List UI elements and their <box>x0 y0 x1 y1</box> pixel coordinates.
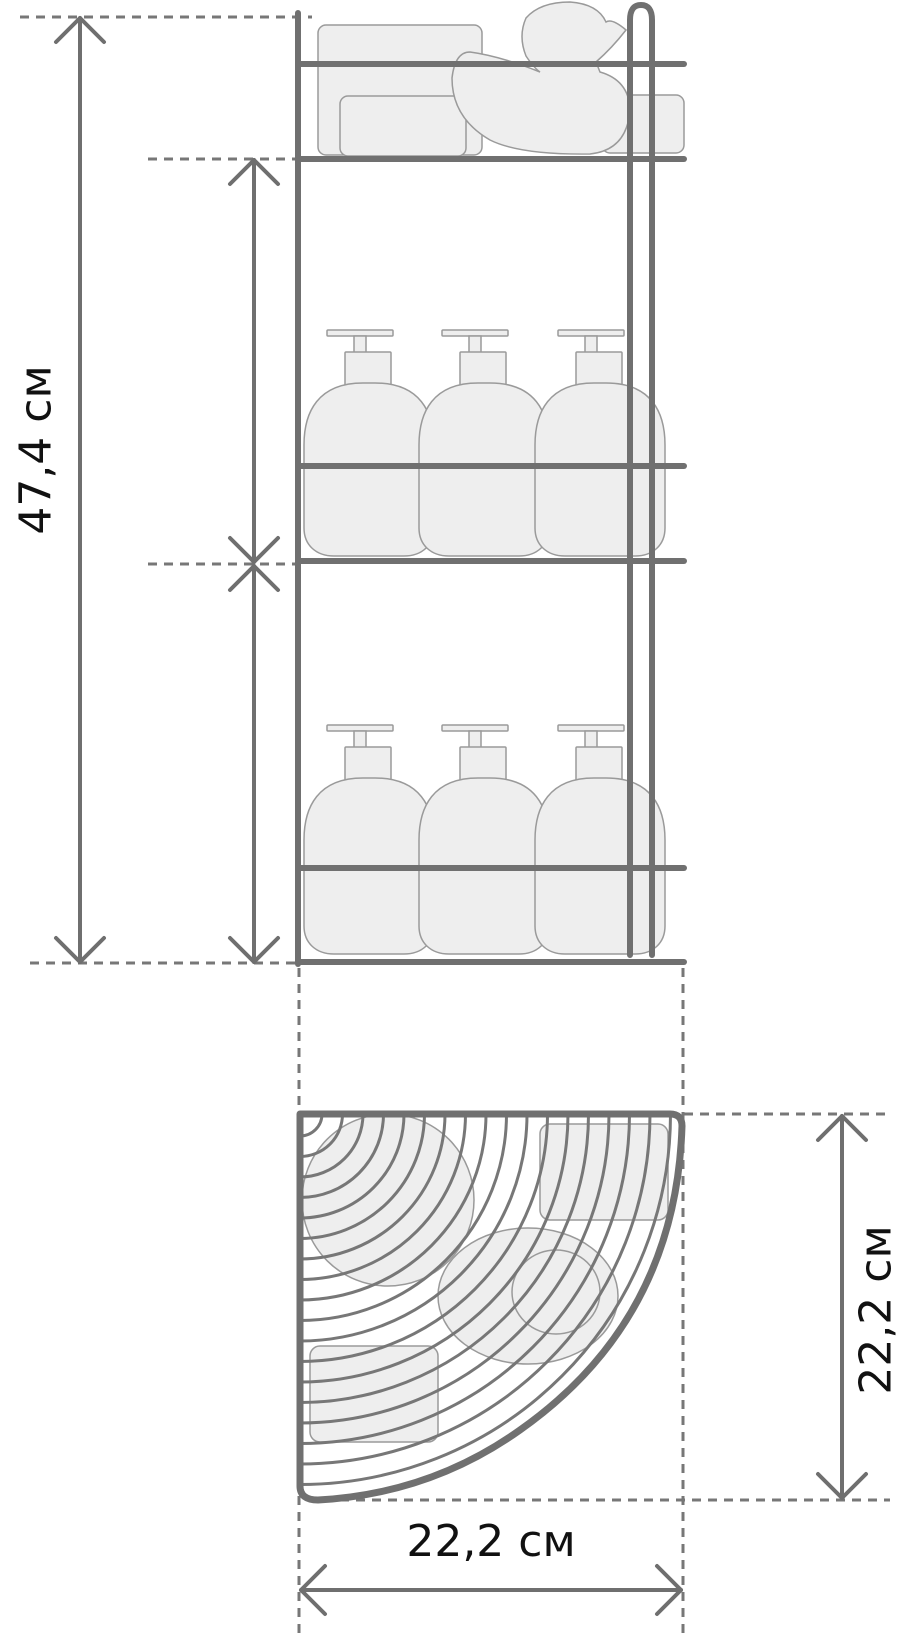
basket-wire <box>300 1114 611 1425</box>
basket-wire <box>300 1114 426 1240</box>
bottle-middle-3 <box>534 329 666 557</box>
depth-arrow-bottom-head <box>816 1472 868 1500</box>
basket-wire <box>300 1114 344 1158</box>
bottle-lower-1 <box>303 724 435 955</box>
width-arrow-left-head <box>299 1564 327 1616</box>
basket-wire <box>300 1114 447 1261</box>
basket-wire <box>300 1114 467 1281</box>
basket-wire <box>300 1114 549 1363</box>
basket-wire <box>300 1114 488 1302</box>
basket-wire <box>300 1114 631 1445</box>
basket-rim <box>296 1110 686 1504</box>
bottle-middle-1 <box>303 329 435 557</box>
basket-wire <box>300 1114 529 1343</box>
upper-spacing-bottom-head <box>228 536 280 564</box>
dashed-guides <box>20 15 890 1634</box>
lower-spacing-top-head <box>228 564 280 592</box>
lower-spacing-bottom-head <box>228 936 280 964</box>
height-label: 47,4 см <box>11 365 62 534</box>
upper-spacing-top-head <box>228 158 280 186</box>
dimension-arrows <box>54 16 868 1616</box>
basket-wire <box>300 1114 672 1486</box>
basket-wire <box>300 1114 508 1322</box>
frame-right-loop <box>627 1 655 958</box>
basket-wire <box>300 1114 406 1220</box>
bottle-middle-2 <box>418 329 550 557</box>
shelf-frame <box>295 1 687 967</box>
basket-wire <box>300 1114 590 1404</box>
soap-bar-front <box>339 95 467 157</box>
basket-top-view <box>296 1110 686 1504</box>
basket-wire <box>300 1114 652 1466</box>
bottle-lower-3 <box>534 724 666 955</box>
basket-wire <box>300 1114 365 1179</box>
rubber-duck-icon <box>451 1 631 155</box>
basket-wire <box>300 1114 570 1384</box>
width-arrow-right-head <box>655 1564 683 1616</box>
depth-label: 22,2 см <box>851 1225 902 1394</box>
depth-arrow-top-head <box>816 1114 868 1142</box>
height-arrow-bottom-head <box>54 936 106 964</box>
height-arrow-top-head <box>54 16 106 44</box>
bottle-lower-2 <box>418 724 550 955</box>
basket-wire <box>300 1114 385 1199</box>
width-label: 22,2 см <box>406 1516 575 1567</box>
